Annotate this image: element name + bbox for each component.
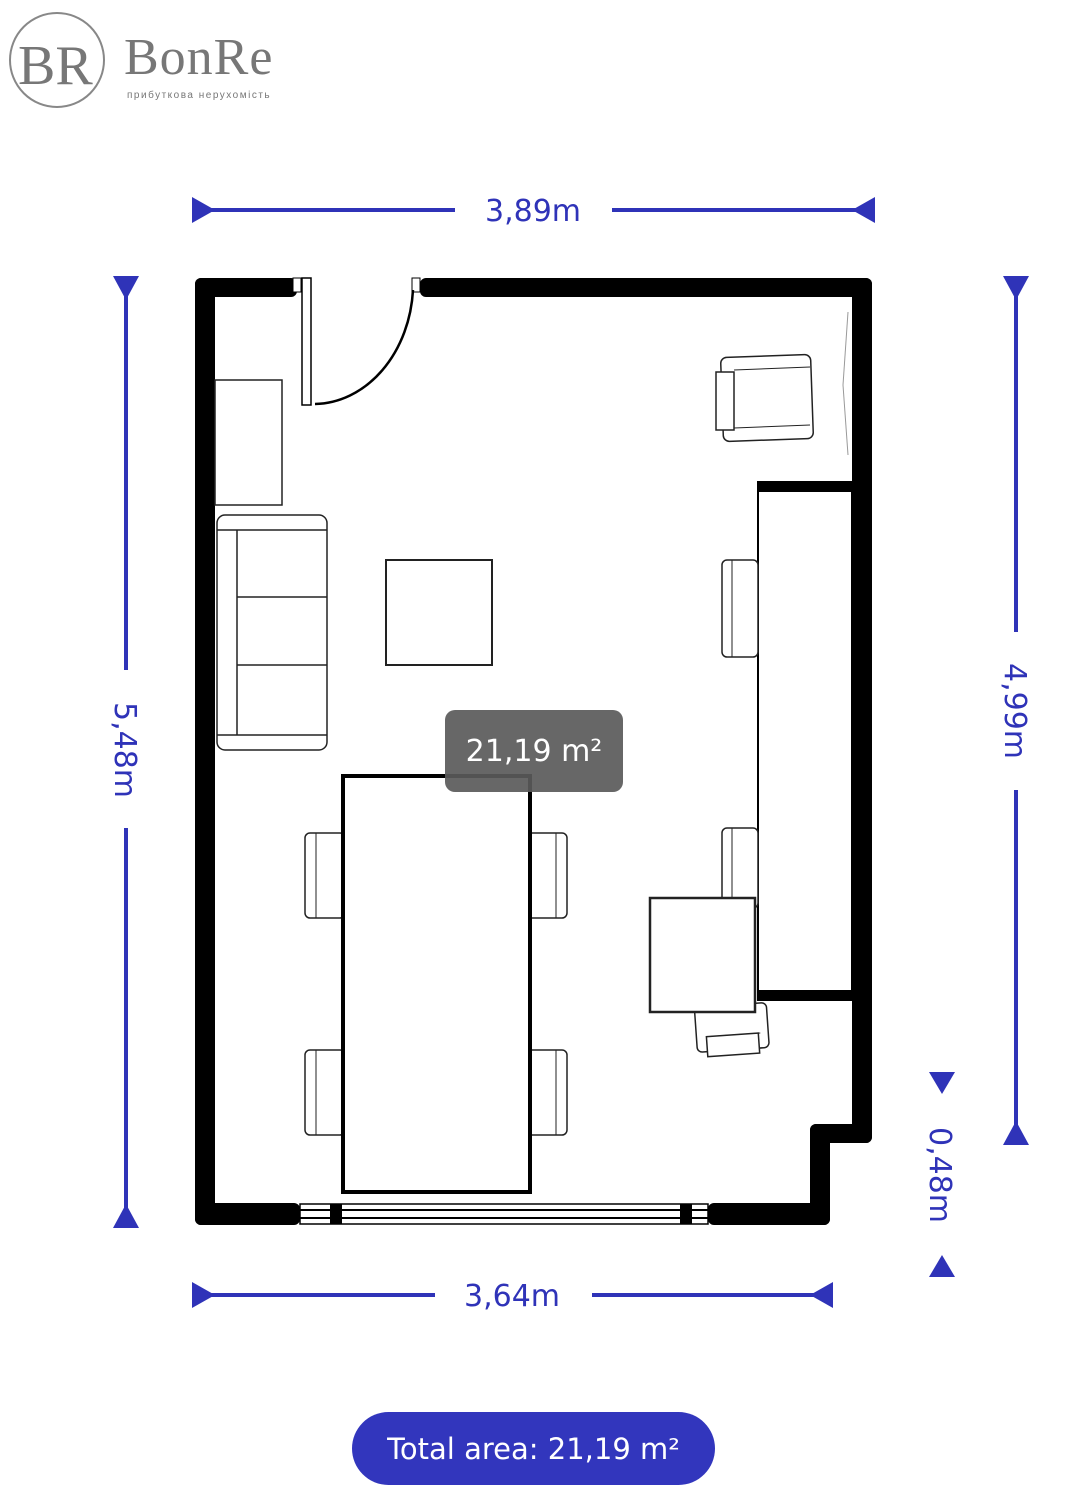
dimension-notch-label: 0,48m [922, 1127, 957, 1223]
dining-chairs [304, 832, 568, 1136]
dimension-left-label: 5,48m [107, 702, 142, 798]
dimension-bottom: 3,64m [192, 1279, 833, 1314]
dimension-right-label: 4,99m [997, 663, 1032, 759]
dimension-bottom-label: 3,64m [464, 1279, 560, 1314]
window-bottom [299, 1203, 709, 1225]
dining-table [341, 774, 532, 1194]
dimension-notch: 0,48m [922, 1072, 957, 1277]
desk-counter [757, 481, 853, 1001]
dimension-top-label: 3,89m [485, 194, 581, 229]
sofa [216, 514, 328, 751]
logo: BR BonRe прибуткова нерухомість [9, 12, 273, 108]
logo-name: BonRe [124, 29, 273, 86]
cabinet [214, 379, 283, 506]
logo-monogram: BR [18, 35, 93, 97]
armchair [715, 353, 814, 443]
total-area-badge: Total area: 21,19 m² [352, 1412, 715, 1485]
room-area-badge: 21,19 m² [445, 710, 623, 792]
desk-chairs [693, 559, 770, 1058]
door [292, 277, 421, 406]
coffee-table [385, 559, 493, 666]
logo-tagline: прибуткова нерухомість [127, 89, 271, 101]
dimension-top: 3,89m [192, 194, 875, 229]
side-table [648, 896, 757, 1014]
dimension-left: 5,48m [107, 276, 142, 1228]
window-right [842, 311, 849, 456]
walls [195, 278, 872, 1225]
dimension-right: 4,99m [997, 276, 1032, 1145]
